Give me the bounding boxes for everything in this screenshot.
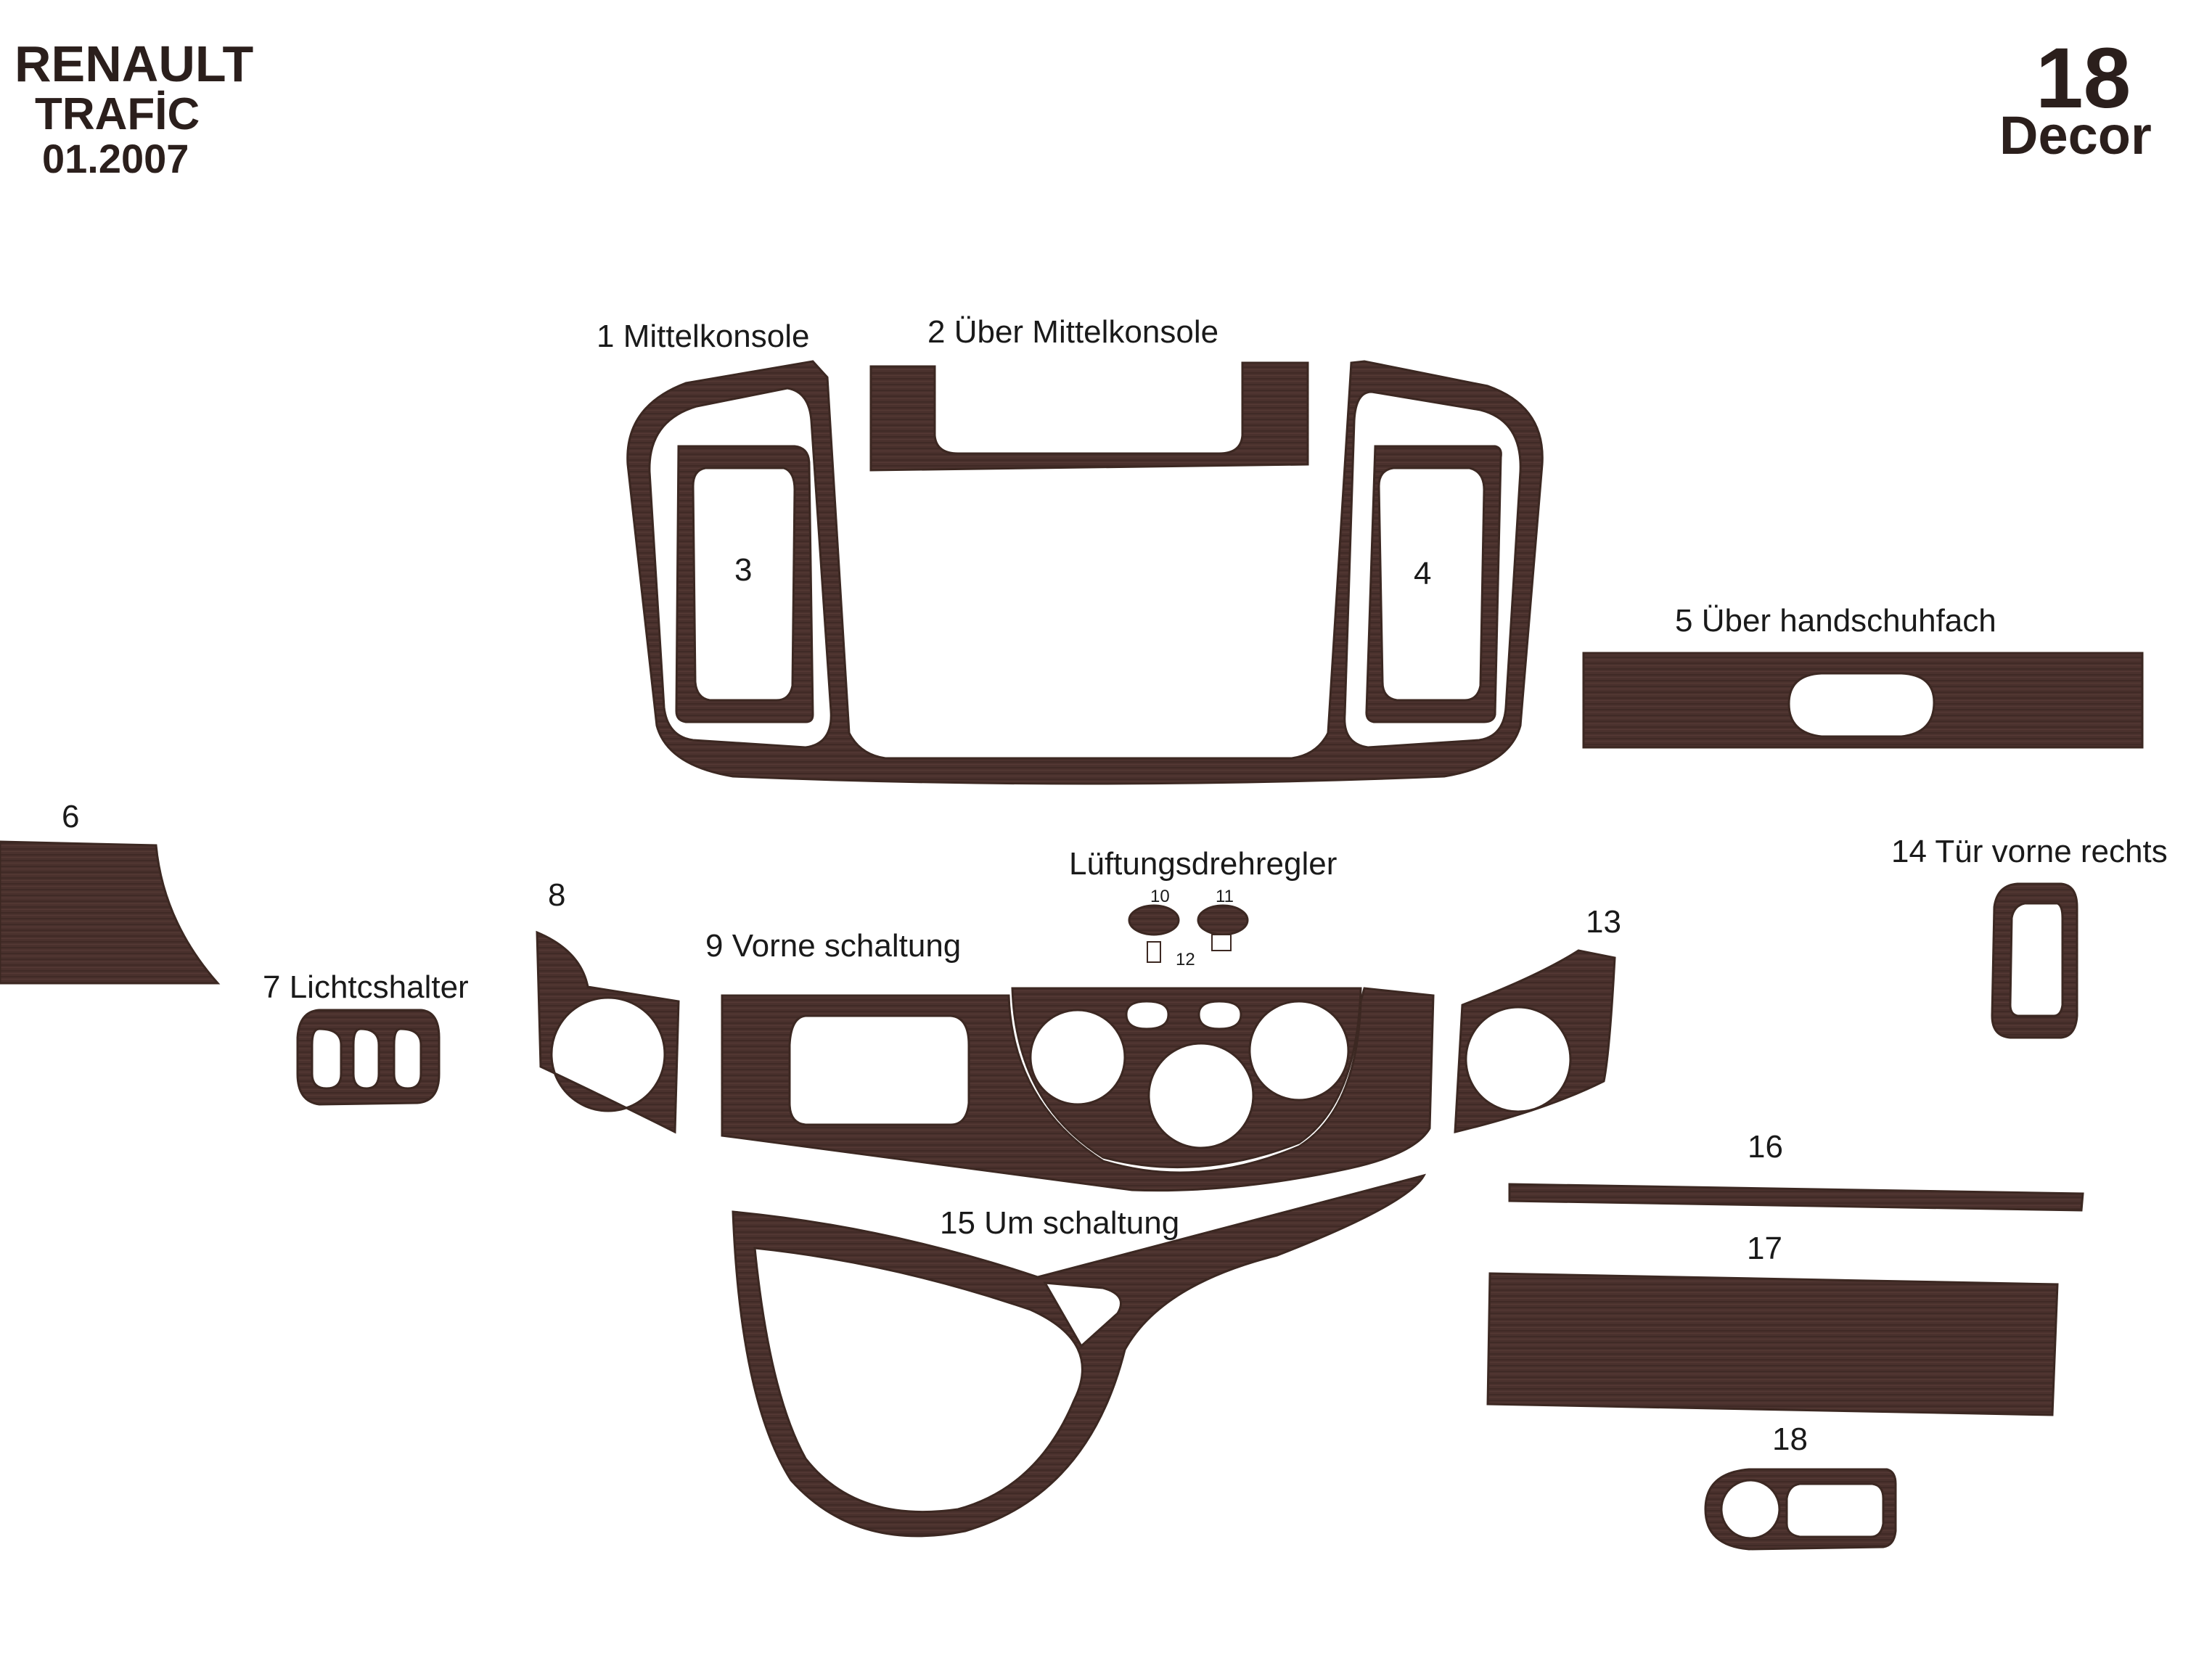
part-9-vorne-schaltung <box>721 987 1435 1192</box>
part-17-panel <box>1486 1272 2059 1416</box>
label-part-13: 13 <box>1586 904 1621 940</box>
label-part-16: 16 <box>1748 1129 1783 1165</box>
date-title: 01.2007 <box>42 136 189 181</box>
part-13-trim <box>1454 949 1616 1133</box>
part-16-strip <box>1508 1183 2084 1212</box>
label-vent-knobs: Lüftungsdrehregler <box>1069 846 1337 882</box>
label-part-15: 15 Um schaltung <box>940 1205 1179 1241</box>
part-12-small-b <box>1211 934 1232 951</box>
label-part-4: 4 <box>1414 556 1431 591</box>
model-title: TRAFİC <box>35 89 200 139</box>
label-part-5: 5 Über handschuhfach <box>1675 603 1996 639</box>
decor-label: Decor <box>1999 105 2152 165</box>
part-14-tuer-vorne-rechts <box>1991 882 2078 1039</box>
part-9-gauge-panel <box>1011 987 1362 1169</box>
label-part-1: 1 Mittelkonsole <box>597 319 809 354</box>
part-6-trim <box>0 840 221 985</box>
label-part-6: 6 <box>62 799 79 834</box>
label-part-14: 14 Tür vorne rechts <box>1891 834 2168 869</box>
label-part-7: 7 Lichtcshalter <box>263 969 469 1005</box>
label-part-18: 18 <box>1772 1421 1808 1457</box>
part-8-trim <box>536 930 680 1134</box>
label-part-11: 11 <box>1216 887 1234 906</box>
label-part-17: 17 <box>1747 1231 1782 1266</box>
piece-count: 18 <box>2036 30 2131 126</box>
label-part-2: 2 Über Mittelkonsole <box>927 314 1218 350</box>
part-12-small <box>1147 941 1161 963</box>
label-part-3: 3 <box>734 552 752 588</box>
part-15-um-schaltung <box>732 1173 1427 1538</box>
label-part-10: 10 <box>1150 887 1170 906</box>
part-10-knob <box>1128 904 1180 936</box>
part-11-knob <box>1197 904 1249 936</box>
part-4-vent-frame-right <box>1365 445 1502 723</box>
part-3-vent-frame-left <box>675 445 814 723</box>
brand-title: RENAULT <box>15 36 253 92</box>
part-7-lichtschalter <box>296 1009 441 1106</box>
label-part-9: 9 Vorne schaltung <box>705 928 961 964</box>
part-1-mittelkonsole <box>626 360 1544 785</box>
part-5-ueber-handschuhfach <box>1582 652 2144 749</box>
label-part-8: 8 <box>548 877 565 913</box>
part-18-frame <box>1704 1468 1897 1551</box>
part-2-ueber-mittelkonsole <box>869 361 1309 472</box>
label-part-12: 12 <box>1176 950 1195 969</box>
